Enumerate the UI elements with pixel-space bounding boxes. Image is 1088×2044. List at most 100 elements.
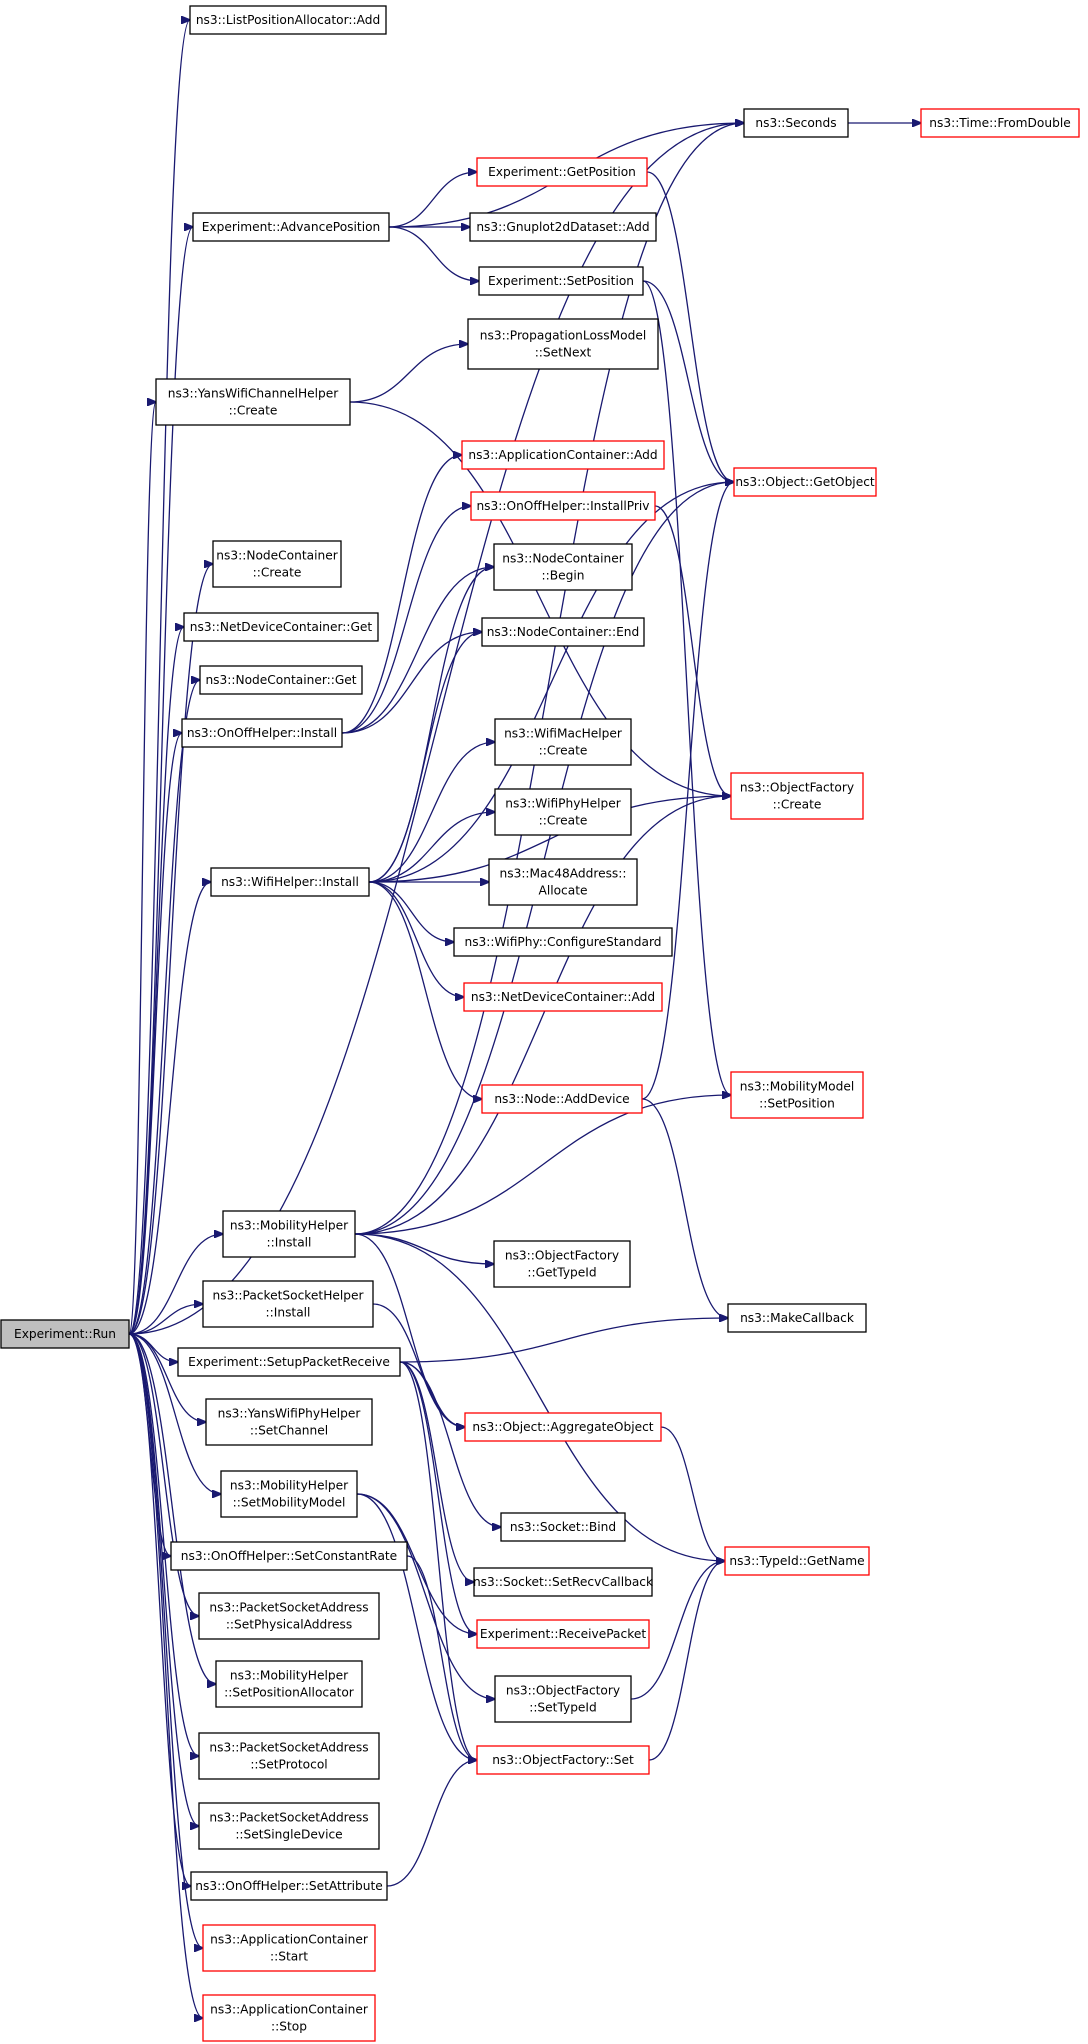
function-box[interactable] [494,718,632,766]
function-box[interactable] [470,491,656,521]
function-node-wifiPhyCreate[interactable]: ns3::WifiPhyHelper::Create [494,788,632,836]
function-box[interactable] [183,612,379,642]
function-box[interactable] [199,665,363,695]
function-node-appContStart[interactable]: ns3::ApplicationContainer::Start [202,1924,376,1972]
function-box[interactable] [461,440,665,470]
function-box[interactable] [190,1871,388,1901]
function-box[interactable] [215,1660,363,1708]
function-node-yansPhySetCh[interactable]: ns3::YansWifiPhyHelper::SetChannel [205,1398,373,1446]
function-node-nodeContCreate[interactable]: ns3::NodeContainer::Create [212,540,342,588]
function-box[interactable] [202,1924,376,1972]
function-box[interactable] [198,1802,380,1850]
function-node-onoffSetRate[interactable]: ns3::OnOffHelper::SetConstantRate [170,1541,408,1571]
function-box[interactable] [205,1398,373,1446]
function-node-appContAdd[interactable]: ns3::ApplicationContainer::Add [461,440,665,470]
function-box[interactable] [177,1347,401,1377]
function-box[interactable] [476,1745,650,1775]
function-node-socketBind[interactable]: ns3::Socket::Bind [500,1512,626,1542]
function-node-pktSockSetPhys[interactable]: ns3::PacketSocketAddress::SetPhysicalAdd… [198,1592,380,1640]
function-node-appContStop[interactable]: ns3::ApplicationContainer::Stop [202,1994,376,2042]
function-box[interactable] [733,467,877,497]
function-box[interactable] [478,266,644,296]
function-box[interactable] [493,543,633,591]
function-box[interactable] [181,718,343,748]
function-box[interactable] [463,982,663,1012]
function-box[interactable] [476,157,648,187]
function-box[interactable] [730,1071,864,1119]
function-node-advPos[interactable]: Experiment::AdvancePosition [192,212,390,242]
function-node-seconds[interactable]: ns3::Seconds [743,108,849,138]
function-box[interactable] [464,1412,662,1442]
function-box[interactable] [202,1994,376,2042]
function-node-aggObject[interactable]: ns3::Object::AggregateObject [464,1412,662,1442]
function-node-expRecvPkt[interactable]: Experiment::ReceivePacket [476,1619,650,1649]
function-node-objFactSetTypeId[interactable]: ns3::ObjectFactory::SetTypeId [494,1675,632,1723]
function-box[interactable] [473,1567,653,1597]
function-box[interactable] [198,1592,380,1640]
function-node-onoffInstallPriv[interactable]: ns3::OnOffHelper::InstallPriv [470,491,656,521]
function-node-gnuplotAdd[interactable]: ns3::Gnuplot2dDataset::Add [469,212,657,242]
function-node-typeIdGetName[interactable]: ns3::TypeId::GetName [724,1546,870,1576]
function-box[interactable] [202,1280,374,1328]
function-node-propSetNext[interactable]: ns3::PropagationLossModel::SetNext [467,318,659,370]
function-box[interactable] [743,108,849,138]
function-node-expSetPos[interactable]: Experiment::SetPosition [478,266,644,296]
function-node-nodeContBegin[interactable]: ns3::NodeContainer::Begin [493,543,633,591]
function-box[interactable] [170,1541,408,1571]
function-box[interactable] [453,927,673,957]
function-box[interactable] [481,617,645,647]
function-box[interactable] [189,5,387,35]
function-box[interactable] [467,318,659,370]
function-box[interactable] [488,858,638,906]
function-box[interactable] [222,1210,356,1258]
function-node-run[interactable]: Experiment::Run [0,1319,130,1349]
function-box[interactable] [469,212,657,242]
function-box[interactable] [155,378,351,426]
function-node-yansChCreate[interactable]: ns3::YansWifiChannelHelper::Create [155,378,351,426]
function-node-objFactSet[interactable]: ns3::ObjectFactory::Set [476,1745,650,1775]
function-node-mobHelperInstall[interactable]: ns3::MobilityHelper::Install [222,1210,356,1258]
function-node-pktSockInstall[interactable]: ns3::PacketSocketHelper::Install [202,1280,374,1328]
function-node-wifiInstall[interactable]: ns3::WifiHelper::Install [210,867,370,897]
function-box[interactable] [500,1512,626,1542]
function-node-mac48Alloc[interactable]: ns3::Mac48Address::Allocate [488,858,638,906]
function-box[interactable] [481,1084,643,1114]
function-node-wifiMacCreate[interactable]: ns3::WifiMacHelper::Create [494,718,632,766]
function-box[interactable] [220,1470,358,1518]
function-node-pktSockSetProto[interactable]: ns3::PacketSocketAddress::SetProtocol [198,1732,380,1780]
function-node-setupPktRecv[interactable]: Experiment::SetupPacketReceive [177,1347,401,1377]
function-node-netDevContGet[interactable]: ns3::NetDeviceContainer::Get [183,612,379,642]
function-box[interactable] [494,1675,632,1723]
function-node-onoffSetAttr[interactable]: ns3::OnOffHelper::SetAttribute [190,1871,388,1901]
function-box[interactable] [727,1303,867,1333]
function-box[interactable] [210,867,370,897]
function-node-socketSetRecvCb[interactable]: ns3::Socket::SetRecvCallback [473,1567,654,1597]
function-node-objFactGetTypeId[interactable]: ns3::ObjectFactory::GetTypeId [493,1240,631,1288]
function-box[interactable] [476,1619,650,1649]
function-node-expGetPos[interactable]: Experiment::GetPosition [476,157,648,187]
function-box[interactable] [493,1240,631,1288]
function-node-pktSockSetSingle[interactable]: ns3::PacketSocketAddress::SetSingleDevic… [198,1802,380,1850]
function-box[interactable] [920,108,1080,138]
function-node-lpaAdd[interactable]: ns3::ListPositionAllocator::Add [189,5,387,35]
function-box[interactable] [192,212,390,242]
function-node-nodeAddDevice[interactable]: ns3::Node::AddDevice [481,1084,643,1114]
function-box[interactable] [724,1546,870,1576]
function-box[interactable] [0,1319,130,1349]
function-box[interactable] [198,1732,380,1780]
function-node-getObject[interactable]: ns3::Object::GetObject [733,467,877,497]
function-box[interactable] [494,788,632,836]
function-node-fromDouble[interactable]: ns3::Time::FromDouble [920,108,1080,138]
function-box[interactable] [212,540,342,588]
function-node-nodeContGet[interactable]: ns3::NodeContainer::Get [199,665,363,695]
function-node-wifiPhyConfStd[interactable]: ns3::WifiPhy::ConfigureStandard [453,927,673,957]
function-node-mobSetModel[interactable]: ns3::MobilityHelper::SetMobilityModel [220,1470,358,1518]
function-box[interactable] [730,772,864,820]
function-node-nodeContEnd[interactable]: ns3::NodeContainer::End [481,617,645,647]
function-node-onoffInstall[interactable]: ns3::OnOffHelper::Install [181,718,343,748]
function-node-mobSetPosAlloc[interactable]: ns3::MobilityHelper::SetPositionAllocato… [215,1660,363,1708]
function-node-objFactCreate[interactable]: ns3::ObjectFactory::Create [730,772,864,820]
function-node-makeCallback[interactable]: ns3::MakeCallback [727,1303,867,1333]
function-node-mobModelSetPos[interactable]: ns3::MobilityModel::SetPosition [730,1071,864,1119]
function-node-netDevContAdd[interactable]: ns3::NetDeviceContainer::Add [463,982,663,1012]
